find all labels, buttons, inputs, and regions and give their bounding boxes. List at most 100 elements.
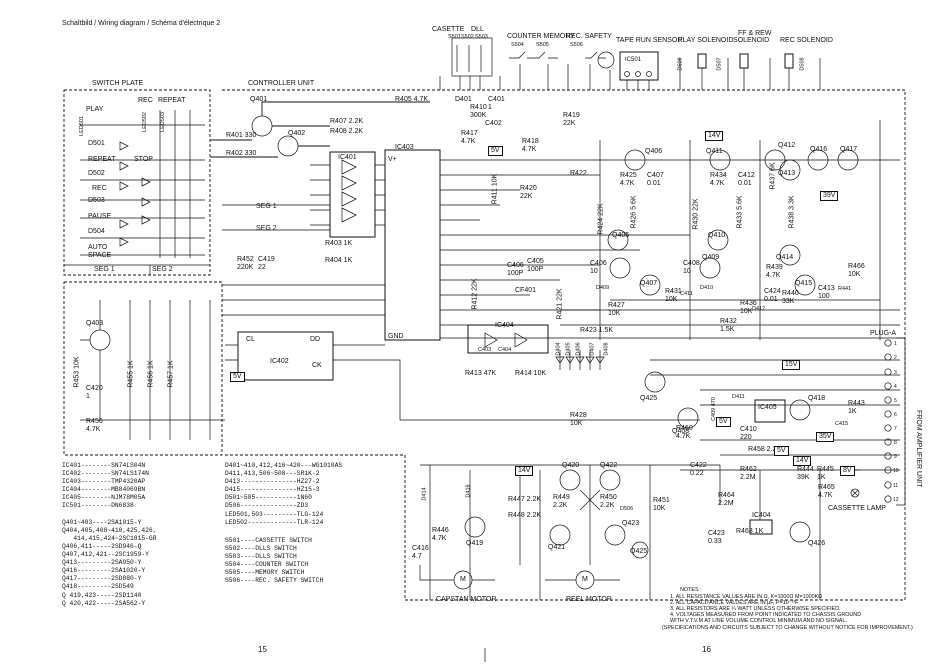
parts-list-line-5: IC501--------DN6838 (62, 502, 134, 510)
parts-list-line-10: Q406,411-----2SD946-Q (62, 542, 142, 550)
label-r430: R430 22K (692, 198, 700, 230)
from-amplifier-label: FROM AMPLIFIER UNIT (915, 410, 922, 488)
label-c416: C416 4.7 (412, 545, 429, 560)
label-pause: PAUSE (88, 213, 112, 220)
label-stop: STOP (134, 156, 153, 163)
ffrew-solenoid-coil (739, 53, 749, 69)
label-r458: R458 2.2K (748, 446, 782, 453)
label-play: PLAY (86, 106, 104, 113)
label-d503: D503 (88, 197, 105, 204)
label-r426: R426 5.6K (630, 195, 638, 229)
label-ic405: IC405 (758, 404, 777, 411)
label-q405: Q405 (612, 232, 630, 239)
q421-symbol (549, 524, 571, 546)
label-d410: D410 (700, 285, 714, 291)
cassette-lamp-symbol (850, 488, 860, 498)
label-r431: R431 10K (665, 288, 682, 303)
notes-title: NOTES : (680, 587, 702, 593)
label-8v: 8V (840, 466, 855, 476)
label-seg1-plate: SEG 1 (94, 266, 115, 273)
label-5v-ic405: 5V (716, 417, 731, 427)
label-d406: D406 (575, 342, 582, 356)
switch-list-line-2: S503----DLLS SWITCH (225, 553, 297, 561)
label-c410: C410 220 (740, 426, 757, 441)
q411-symbol (709, 149, 731, 171)
parts-list-line-11: Q407,412,421--2SC1959-Y (62, 551, 149, 559)
label-c402: C402 (485, 120, 502, 127)
label-d416: D416 (465, 484, 472, 498)
label-ic501: IC501 (625, 57, 642, 63)
ic405-body (754, 399, 786, 423)
label-d508: D508 (799, 57, 806, 71)
q402-symbol (277, 135, 299, 157)
label-r455: R455 1K (127, 360, 135, 388)
label-q403: Q403 (86, 320, 104, 327)
label-q414: Q414 (776, 254, 794, 261)
label-r424: R424 22K (597, 203, 605, 235)
label-c405: C405 100P (527, 258, 544, 273)
label-r422: R422 (570, 170, 587, 177)
label-d502: D502 (88, 170, 105, 177)
notes-line-4: 4. VOLTAGES MEASURED FROM POINT INDICATE… (670, 612, 862, 618)
label-r463: R463 1K (736, 528, 764, 535)
cassette-lamp-label: CASSETTE LAMP (828, 505, 886, 512)
diode-list-line-7: LED502-------------TLR-124 (225, 518, 324, 526)
diode-list-line-1: D411,413,506~508---SR1K-2 (225, 470, 320, 478)
q408-symbol (677, 407, 699, 429)
switch-list-line-5: S506----REC. SAFETY SWITCH (225, 577, 324, 585)
label-5v-out: 5V (774, 446, 789, 456)
label-rec-solenoid: REC SOLENOID (780, 37, 833, 44)
switch-list-line-1: S502----DLLS SWITCH (225, 545, 297, 553)
label-d507: D507 (716, 57, 723, 71)
capstan-motor-m: M (460, 576, 466, 583)
label-r405: R405 4.7K (395, 96, 429, 103)
tape-run-sensor-symbol (597, 51, 615, 69)
label-d408: D408 (603, 342, 610, 356)
plug-pin-7: 7 (894, 426, 897, 432)
label-r456b: R456 4.7K (86, 418, 103, 433)
label-d412: D412 (752, 306, 766, 312)
notes-line-5: WITH V.T.V.M AT LINE VOLUME CONTROL MINI… (670, 618, 847, 624)
controller-unit-frame (222, 89, 906, 601)
label-seg1-ctrl: SEG 1 (256, 203, 277, 210)
label-rec: REC (138, 97, 153, 104)
label-q424: Q425 (630, 548, 648, 555)
label-r407: R407 2.2K (330, 118, 364, 125)
label-cf401: CF401 (515, 287, 537, 294)
label-r444: R444 39K (797, 466, 814, 481)
label-q417: Q417 (840, 146, 858, 153)
label-r437: R437 6K (769, 162, 777, 190)
label-seg2-ctrl: SEG 2 (256, 225, 277, 232)
label-ic403: IC403 (395, 144, 414, 151)
label-cl: CL (246, 336, 255, 343)
reel-motor-label: REEL MOTOR (566, 596, 612, 603)
label-q423: Q423 (622, 520, 640, 527)
label-q410: Q410 (708, 232, 726, 239)
label-r419: R419 22K (563, 112, 580, 127)
label-gnd: GND (388, 333, 404, 340)
label-39v: 39V (820, 191, 839, 201)
q410-symbol (707, 229, 729, 251)
plug-a-label: PLUG-A (870, 330, 897, 337)
parts-list-line-0: IC401--------SN74LS04N (62, 462, 146, 469)
q405-symbol (607, 229, 629, 251)
label-cassette: CASETTE (432, 26, 465, 33)
label-r402: R402 330 (226, 150, 257, 157)
switch-plate-title: SWITCH PLATE (92, 80, 144, 87)
q407-symbol (639, 274, 661, 296)
label-r420: R420 22K (520, 185, 537, 200)
page-number-left: 15 (258, 645, 267, 654)
lower-left-frame (63, 281, 223, 456)
label-q420: Q420 (562, 462, 580, 469)
label-auto-space: AUTO SPACE (88, 244, 112, 259)
label-c404: C404 (498, 347, 512, 353)
label-q413: Q413 (778, 170, 796, 177)
notes-line-3: 3. ALL RESISTORS ARE ¼ WATT UNLESS OTHER… (670, 606, 841, 612)
q409-symbol (699, 257, 721, 279)
label-r446: R446 4.7K (432, 527, 449, 542)
parts-list-line-13: Q416---------2SA1020-Y (62, 567, 146, 575)
label-r408: R408 2.2K (330, 128, 364, 135)
label-dd: DD (310, 336, 321, 343)
label-14v-out: 14V (793, 456, 812, 466)
label-r421: R421 22K (556, 288, 564, 320)
